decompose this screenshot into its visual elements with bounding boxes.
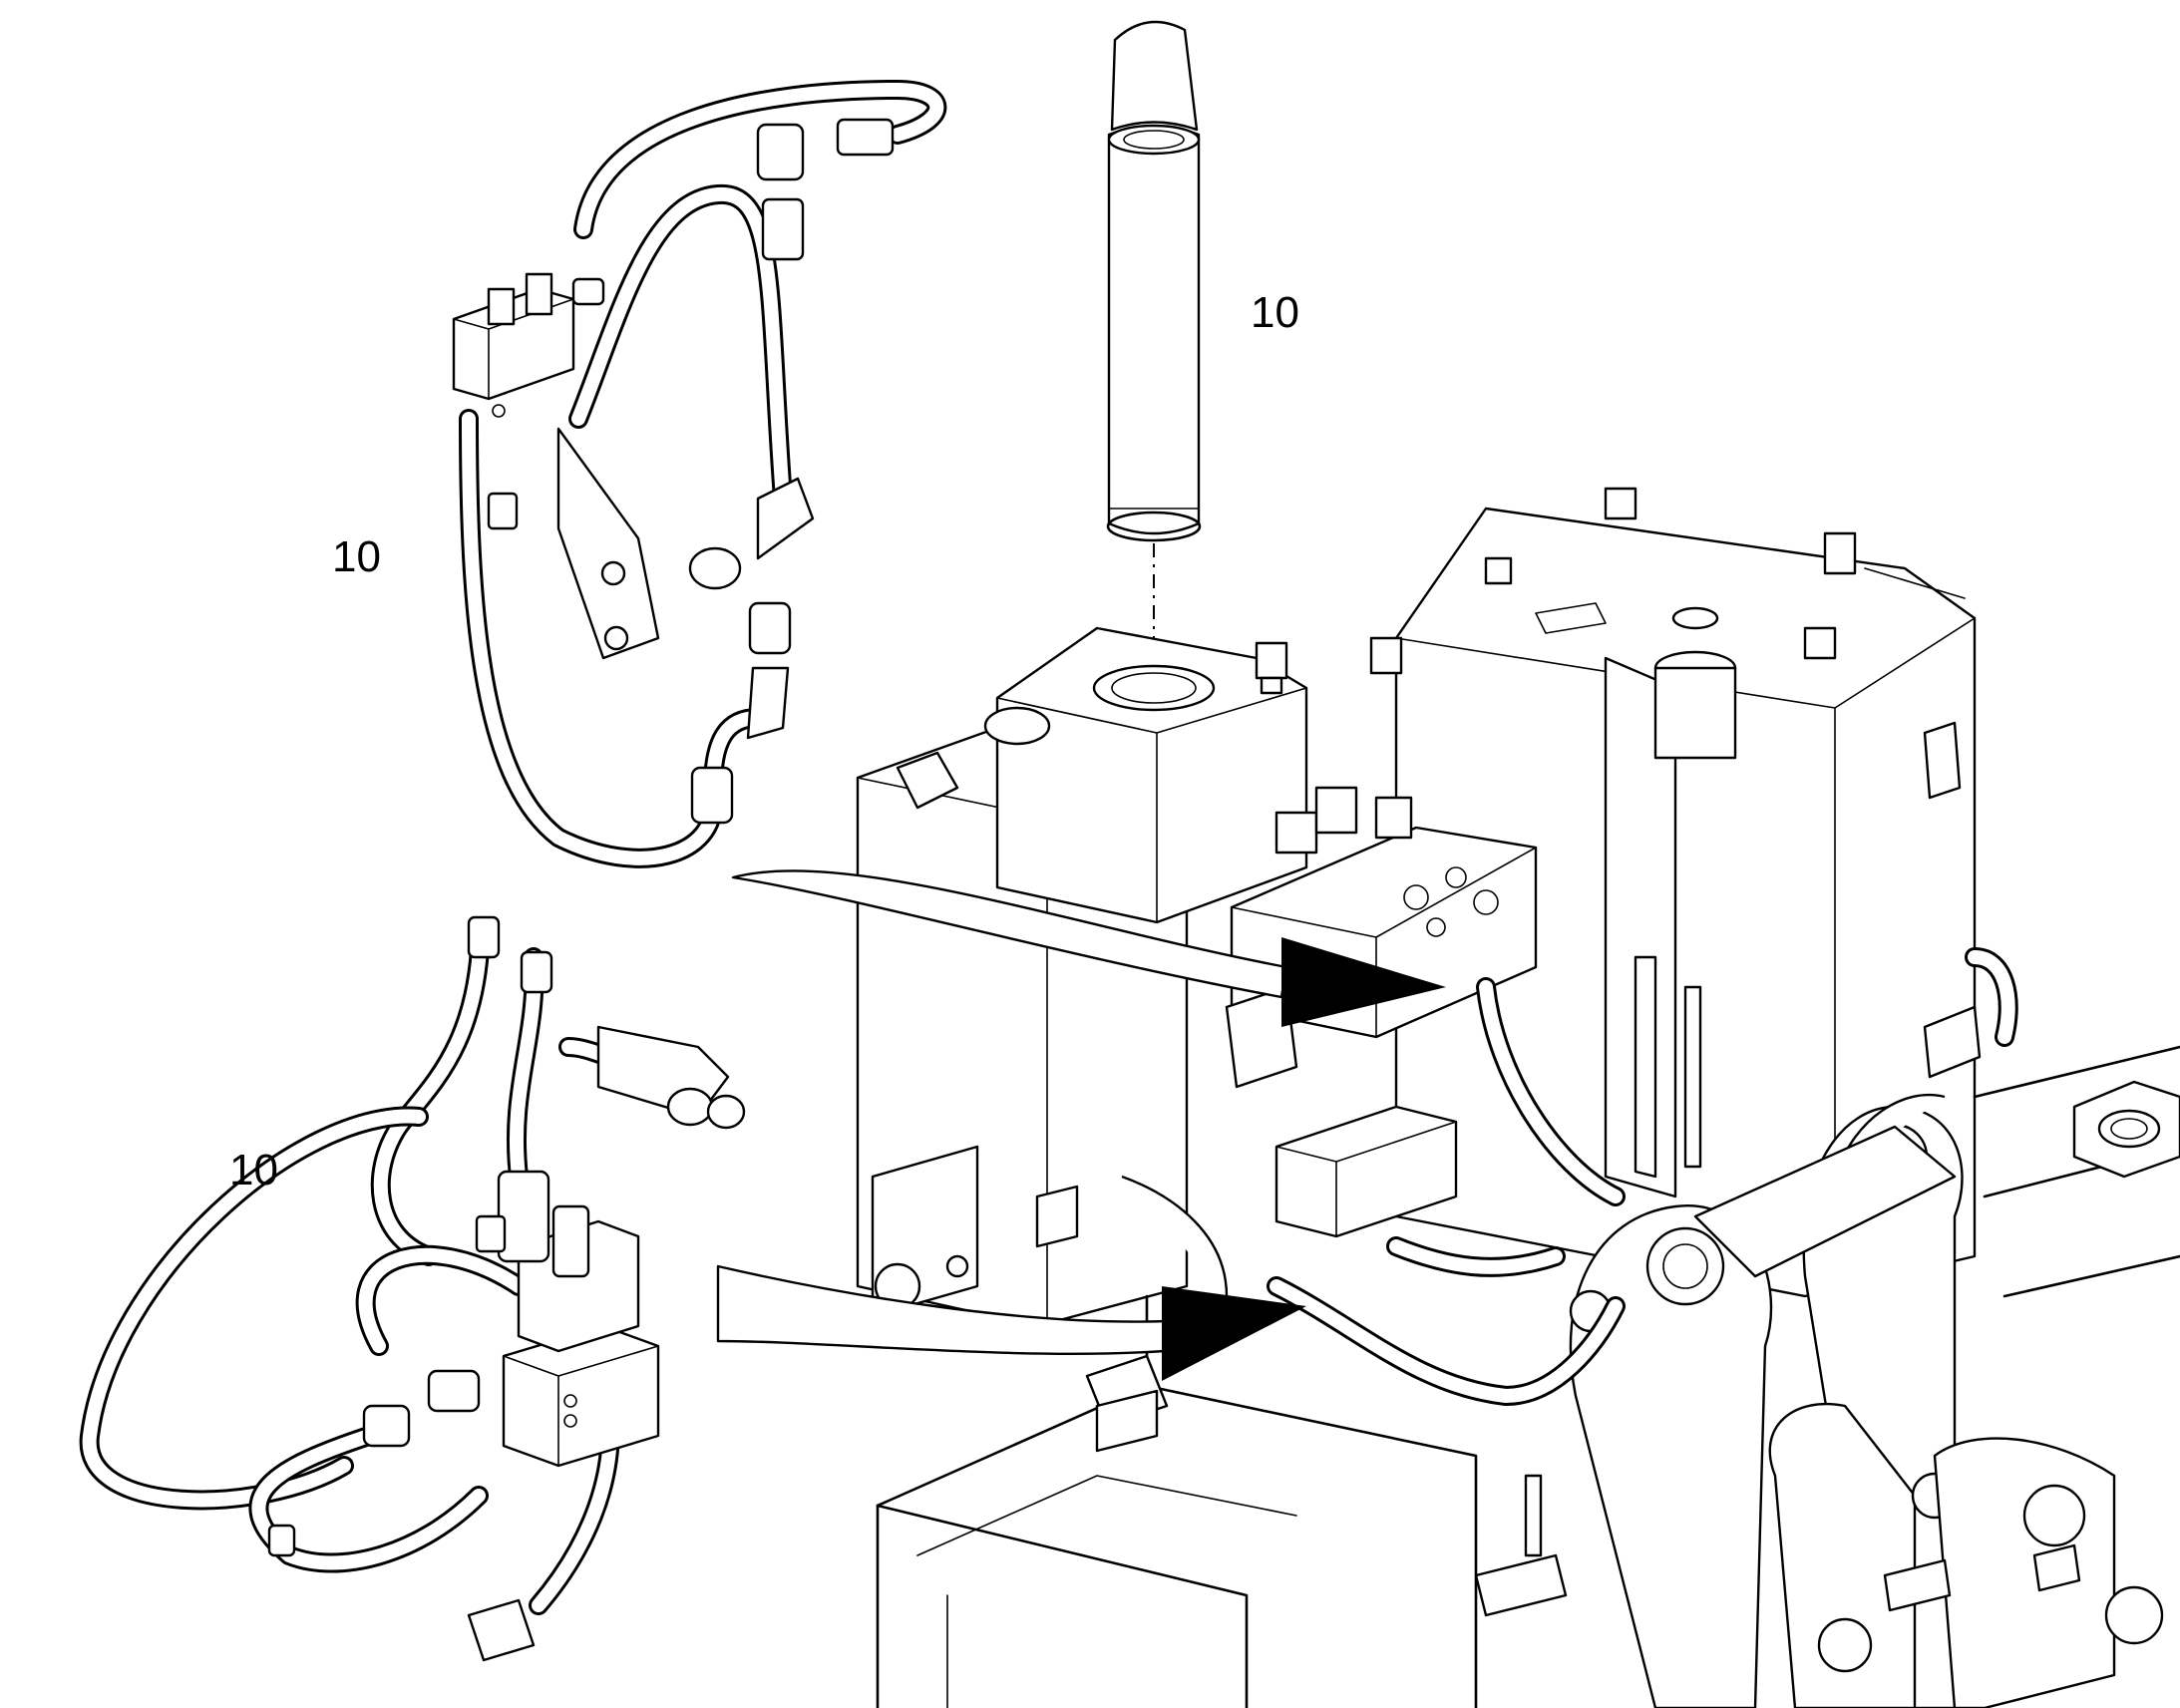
callout-lower-valve-assembly: 10 (229, 1146, 278, 1195)
pointer-arrow-lower (716, 1264, 1306, 1381)
upper-hose-assembly (452, 80, 947, 868)
machine-frame (856, 487, 2180, 1708)
lower-valve-assembly (79, 915, 746, 1662)
callout-upper-hose-assembly: 10 (332, 532, 381, 581)
filter-element (1106, 20, 1202, 542)
callout-filter-element: 10 (1251, 288, 1299, 337)
pointer-arrow-upper (731, 869, 1446, 1027)
